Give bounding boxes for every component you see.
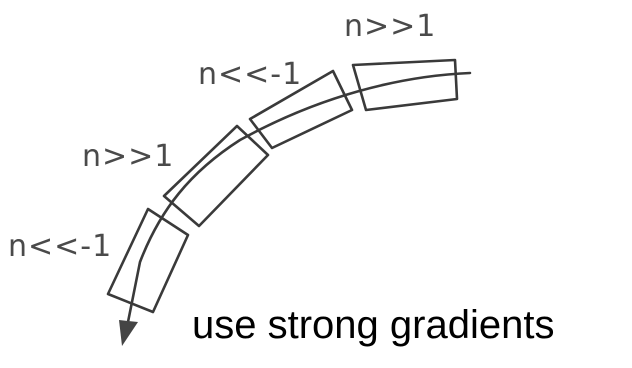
arrow-head-icon xyxy=(119,320,138,346)
label-magnet-1: n<<-1 xyxy=(8,229,112,264)
caption-text: use strong gradients xyxy=(192,303,554,347)
magnet-block-3 xyxy=(248,69,354,150)
magnet-block-2 xyxy=(162,124,270,228)
magnet-block-1 xyxy=(106,207,190,314)
label-magnet-4: n>>1 xyxy=(344,9,436,44)
beam-trajectory xyxy=(126,71,472,324)
label-magnet-2: n>>1 xyxy=(82,139,174,174)
magnet-block-4 xyxy=(351,58,459,112)
label-magnet-3: n<<-1 xyxy=(198,57,302,92)
